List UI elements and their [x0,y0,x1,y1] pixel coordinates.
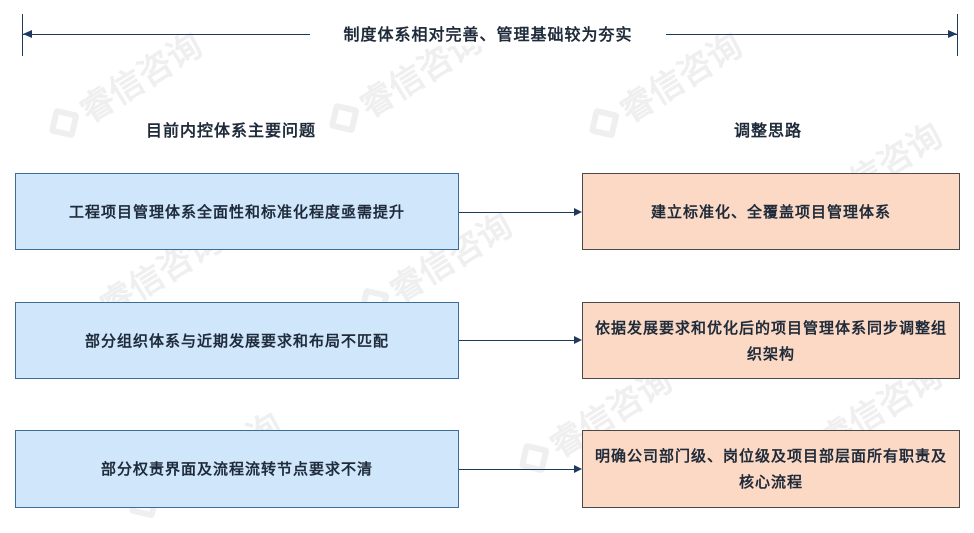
diagram-title: 制度体系相对完善、管理基础较为夯实 [310,24,666,46]
title-left-bracket [22,14,23,56]
watermark-logo-icon [328,102,360,134]
connector-line [459,340,575,341]
left-arrowhead-icon [23,30,32,38]
solution-box: 建立标准化、全覆盖项目管理体系 [582,173,960,250]
right-arrowhead-icon [948,30,957,38]
solution-box: 明确公司部门级、岗位级及项目部层面所有职责及核心流程 [582,430,960,508]
problem-box: 工程项目管理体系全面性和标准化程度亟需提升 [15,173,459,250]
solution-box: 依据发展要求和优化后的项目管理体系同步调整组织架构 [582,302,960,379]
watermark-logo-icon [48,107,80,139]
connector-arrow-icon [574,465,582,473]
watermark-logo-icon [588,107,620,139]
solutions-heading: 调整思路 [734,121,803,140]
watermark-text: 睿信咨询 [73,25,210,132]
problem-box: 部分组织体系与近期发展要求和布局不匹配 [15,302,459,379]
connector-line [459,212,575,213]
connector-line [459,469,575,470]
connector-arrow-icon [574,208,582,216]
connector-arrow-icon [574,336,582,344]
title-right-bracket [957,14,958,56]
problems-heading: 目前内控体系主要问题 [146,121,317,140]
problem-box: 部分权责界面及流程流转节点要求不清 [15,430,459,508]
